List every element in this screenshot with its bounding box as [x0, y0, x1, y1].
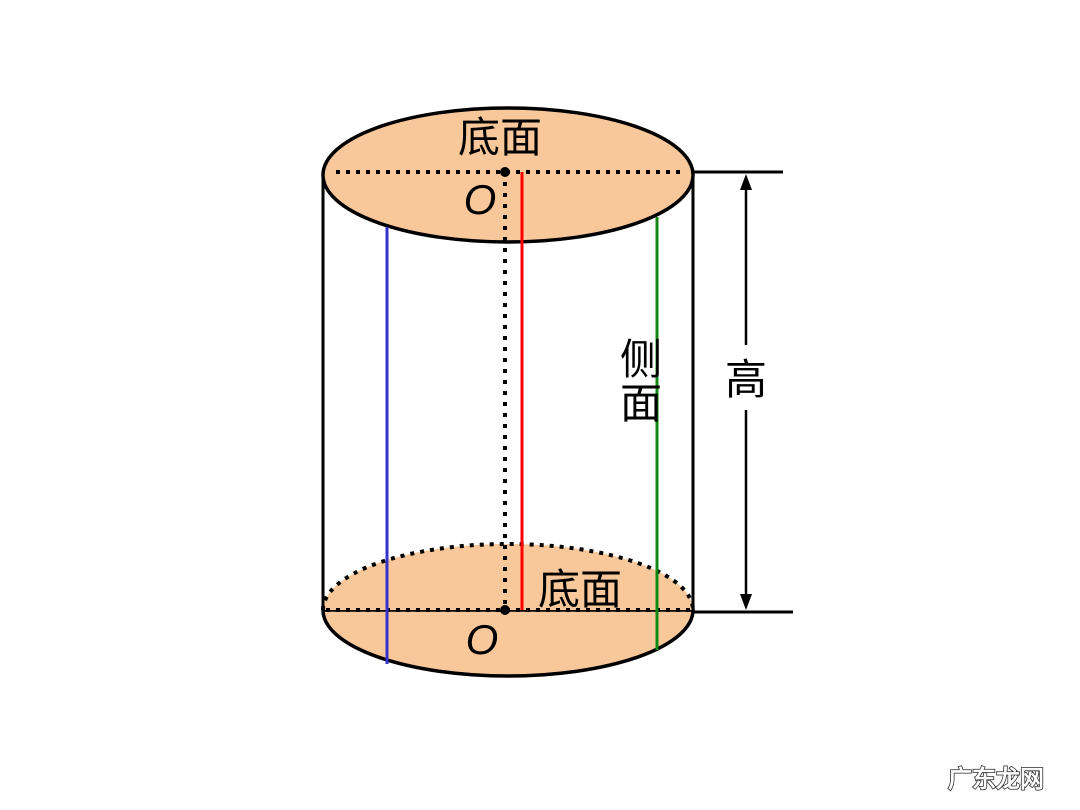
bottom-base-back [323, 544, 693, 610]
arrow-down-icon [740, 594, 752, 610]
height-label: 高 [725, 355, 767, 404]
bottom-center-point [500, 605, 510, 615]
bottom-base-front [321, 608, 695, 678]
top-center-label: O [464, 176, 497, 223]
watermark: 广东龙网 [948, 765, 1044, 793]
bottom-center-label: O [466, 616, 499, 663]
lateral-surface-label-2: 面 [620, 379, 662, 428]
arrow-up-icon [740, 174, 752, 190]
lateral-surface-label-1: 侧 [620, 335, 662, 384]
top-center-point [500, 167, 510, 177]
top-base-label: 底面 [458, 113, 542, 162]
bottom-base-label: 底面 [538, 565, 622, 614]
